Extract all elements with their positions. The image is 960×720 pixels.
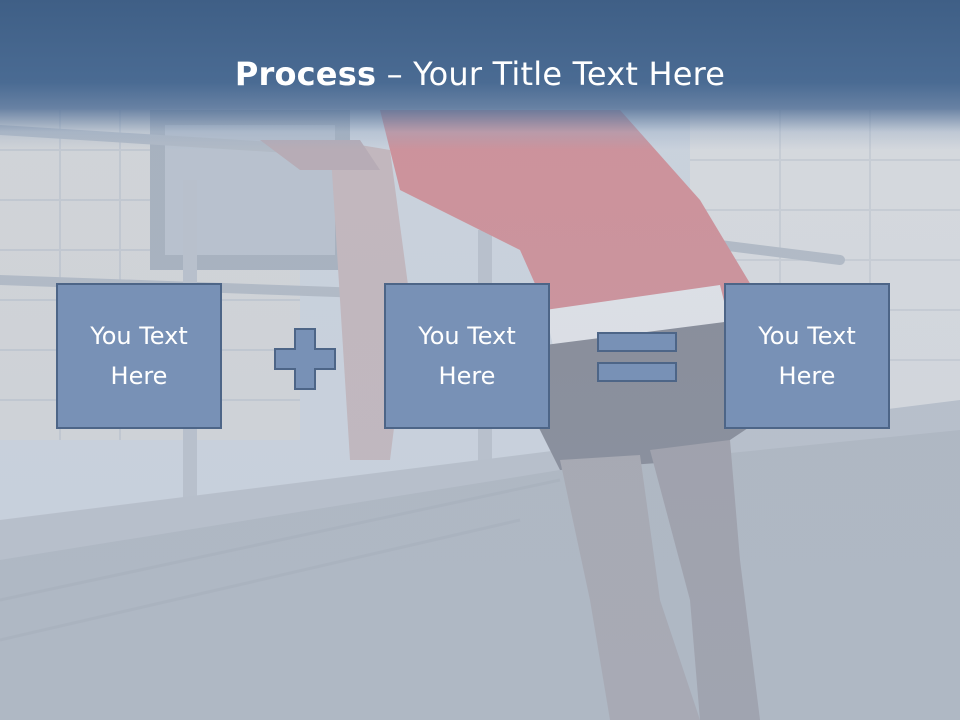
- process-step-2[interactable]: You Text Here: [384, 283, 550, 429]
- step-3-text: You Text Here: [758, 322, 856, 390]
- process-step-1[interactable]: You Text Here: [56, 283, 222, 429]
- slide-title[interactable]: Process – Your Title Text Here: [0, 52, 960, 96]
- step-2-text: You Text Here: [418, 322, 516, 390]
- title-rest-text: – Your Title Text Here: [376, 55, 726, 93]
- process-step-3[interactable]: You Text Here: [724, 283, 890, 429]
- title-bold-text: Process: [234, 55, 377, 93]
- step-1-text: You Text Here: [90, 322, 188, 390]
- title-bar: [0, 0, 960, 150]
- equals-icon: [597, 332, 677, 382]
- plus-icon: [274, 328, 336, 390]
